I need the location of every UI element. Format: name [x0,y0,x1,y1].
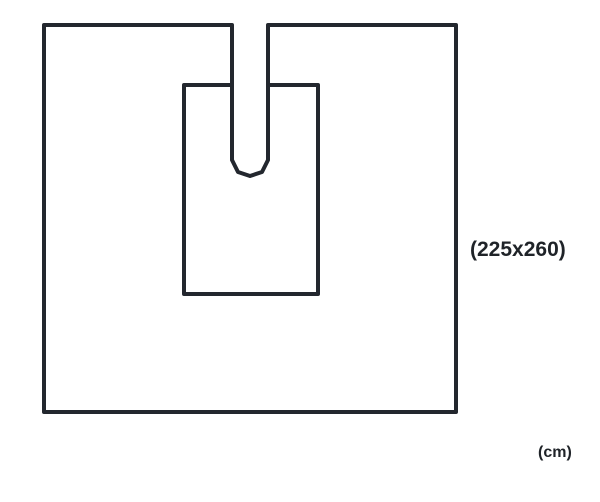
unit-label: (cm) [538,444,572,461]
outer-drape-outline-with-slit [42,23,458,414]
dimensions-label: (225x260) [470,238,566,261]
inner-rectangle-outline [182,83,320,296]
